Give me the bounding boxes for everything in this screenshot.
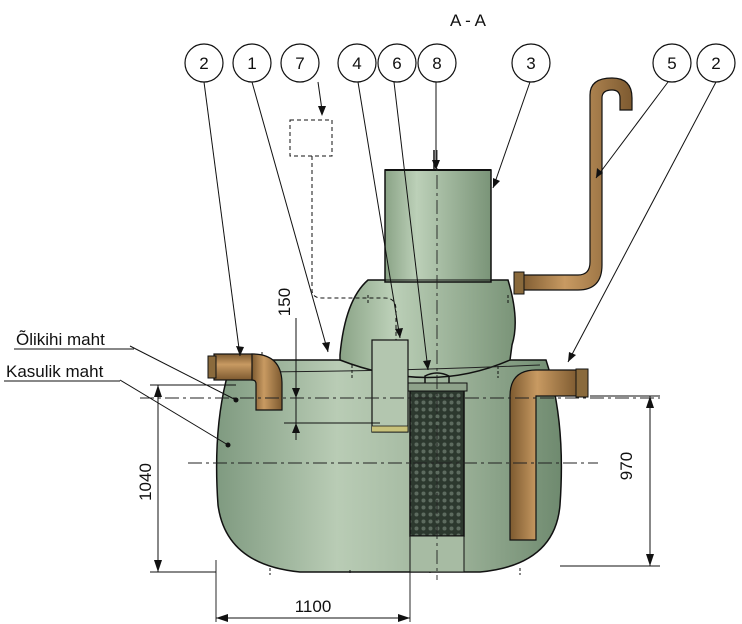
leader-arrowheads	[225, 106, 603, 448]
alarm-unit-dashed	[289, 119, 397, 340]
svg-text:1100: 1100	[295, 597, 332, 616]
callout-shaft: 3	[511, 43, 551, 83]
sampling-tube	[371, 339, 409, 433]
tank-body	[215, 346, 563, 575]
svg-text:1: 1	[247, 54, 256, 73]
callout-alarm: 7	[280, 43, 320, 83]
access-shaft	[339, 169, 516, 379]
dimension-half-length: 1100	[215, 560, 411, 622]
callout-tank: 1	[232, 43, 272, 83]
dimension-inlet-offset: 150	[275, 288, 380, 440]
inlet-pipe	[207, 353, 283, 411]
outlet-pipe	[509, 368, 589, 541]
callout-inlet: 2	[184, 43, 224, 83]
svg-text:2: 2	[199, 54, 208, 73]
svg-text:4: 4	[352, 54, 361, 73]
svg-text:150: 150	[275, 288, 294, 316]
usable-capacity-label: Kasulik maht	[6, 362, 104, 381]
svg-text:8: 8	[432, 54, 441, 73]
callout-cover: 8	[417, 43, 457, 83]
oil-capacity-label: Õlikihi maht	[16, 330, 105, 349]
callout-filter: 6	[377, 43, 417, 83]
filter-handle	[424, 372, 450, 383]
svg-text:5: 5	[667, 54, 676, 73]
svg-text:3: 3	[526, 54, 535, 73]
callout-outlet: 2	[696, 43, 736, 83]
section-title: A - A	[450, 11, 487, 30]
callout-vent: 5	[652, 43, 692, 83]
svg-text:2: 2	[711, 54, 720, 73]
vent-pipe	[513, 77, 633, 295]
dimension-outlet-height: 970	[560, 395, 660, 567]
centre-lines	[140, 150, 660, 580]
callout-sampling: 4	[337, 43, 377, 83]
leader-lines	[119, 81, 717, 446]
svg-text:1040: 1040	[136, 463, 155, 501]
svg-text:7: 7	[295, 54, 304, 73]
svg-text:970: 970	[617, 452, 636, 480]
dimension-overall-height: 1040	[136, 384, 236, 573]
level-labels: Õlikihi maht Kasulik maht	[4, 330, 134, 382]
svg-text:6: 6	[392, 54, 401, 73]
callout-bubbles: 2 1 7 4 6 8 3 5	[184, 43, 736, 83]
